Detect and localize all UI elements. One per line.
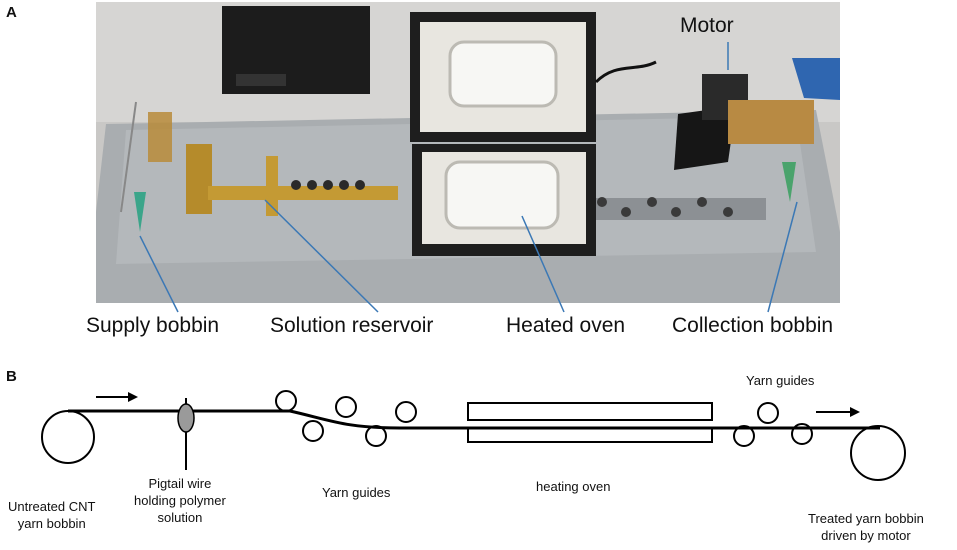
treated-line-2: driven by motor — [821, 528, 911, 543]
arrow-left-head — [128, 392, 138, 402]
pigtail-label: Pigtail wire holding polymer solution — [134, 475, 226, 526]
treated-bobbin-label: Treated yarn bobbin driven by motor — [808, 510, 924, 544]
supply-bobbin-label: Supply bobbin — [86, 314, 220, 337]
untreated-line-1: Untreated CNT — [8, 499, 96, 514]
guide-roller — [757, 402, 779, 424]
pigtail-line-2: holding polymer — [134, 493, 226, 508]
collection-bobbin-label: Collection bobbin — [672, 314, 834, 337]
treated-line-1: Treated yarn bobbin — [808, 511, 924, 526]
oven-bottom — [467, 427, 713, 443]
guide-roller — [275, 390, 297, 412]
guide-roller — [733, 425, 755, 447]
yarn-guides-mid-label: Yarn guides — [322, 485, 391, 500]
heating-oven-label: heating oven — [536, 479, 611, 494]
panel-b-letter: B — [6, 368, 17, 385]
process-diagram — [41, 390, 906, 481]
panel-a-letter: A — [6, 4, 17, 21]
supply-bobbin-shape — [41, 410, 95, 464]
motor-label: Motor — [680, 14, 734, 37]
pigtail-solution-drop — [177, 403, 195, 433]
heated-oven-label: Heated oven — [506, 314, 626, 337]
apparatus-photo — [96, 2, 840, 303]
untreated-bobbin-label: Untreated CNT yarn bobbin — [8, 498, 95, 532]
solution-reservoir-label: Solution reservoir — [270, 314, 434, 337]
takeup-bobbin-shape — [850, 425, 906, 481]
oven-top — [467, 402, 713, 421]
arrow-right-head — [850, 407, 860, 417]
apparatus-photo-drawing — [96, 2, 840, 303]
guide-roller — [335, 396, 357, 418]
guide-roller — [395, 401, 417, 423]
yarn-guides-right-label: Yarn guides — [746, 373, 815, 388]
guide-roller — [791, 423, 813, 445]
pigtail-line-3: solution — [157, 510, 203, 525]
pigtail-line-1: Pigtail wire — [148, 476, 212, 491]
guide-roller — [365, 425, 387, 447]
guide-roller — [302, 420, 324, 442]
untreated-line-2: yarn bobbin — [17, 516, 86, 531]
